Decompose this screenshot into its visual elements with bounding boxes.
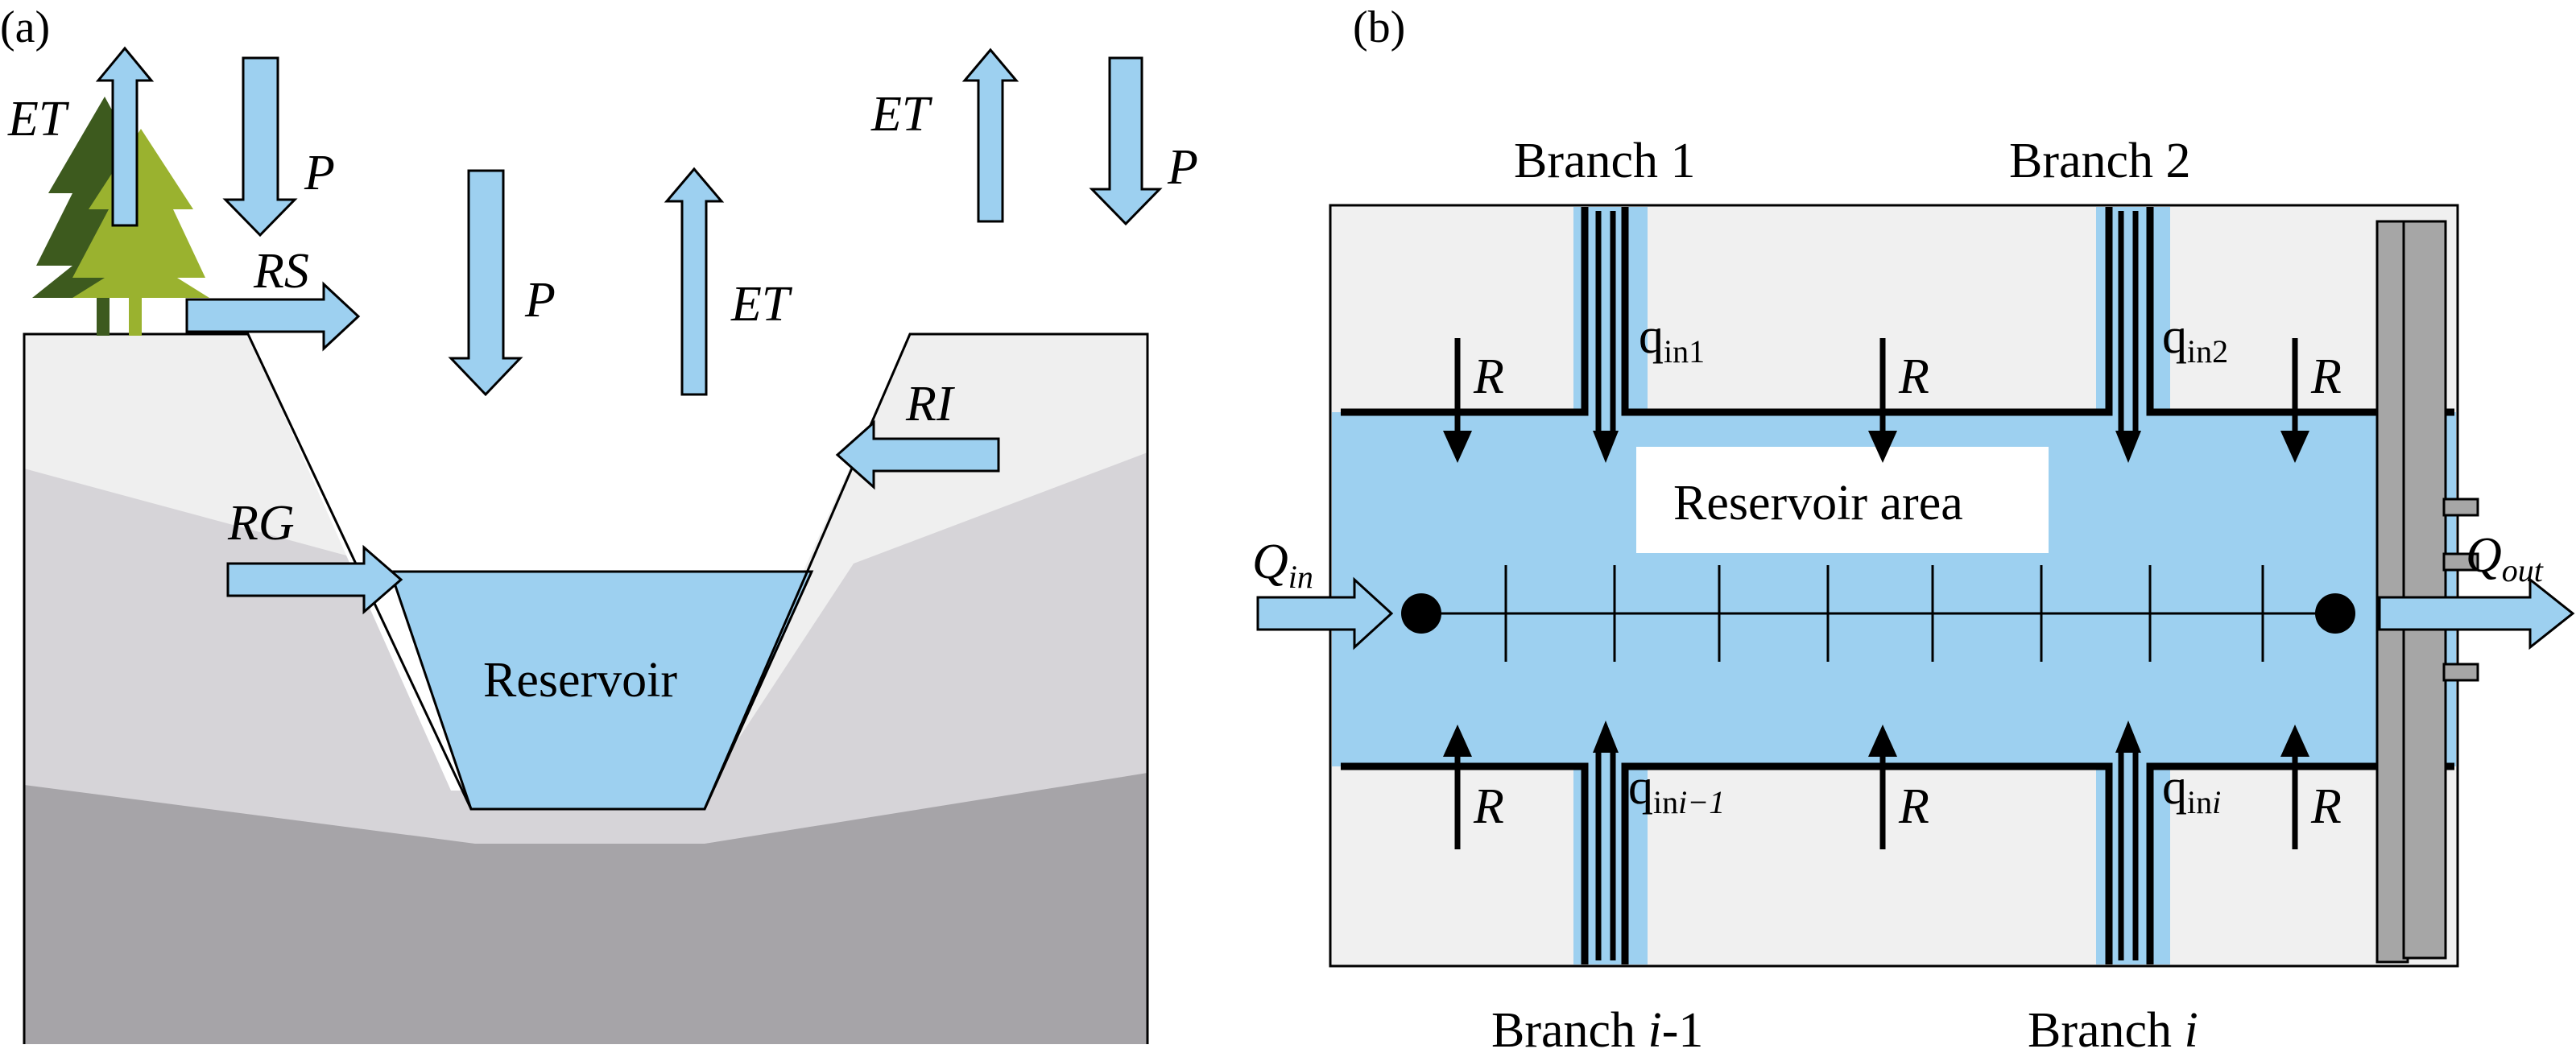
p-center-arrow-icon xyxy=(448,169,523,397)
r-label-top-3: R xyxy=(2310,349,2342,404)
et-left-label: ET xyxy=(7,92,70,147)
q-out-arrow-icon xyxy=(2378,576,2575,650)
q-in1-arrow-icon xyxy=(1593,211,1619,463)
r-arrow-top-3-icon xyxy=(2280,338,2309,463)
river-network-centerline xyxy=(1421,565,2335,662)
branch-2-label: Branch 2 xyxy=(2009,134,2191,188)
dam-structure xyxy=(2375,220,2479,964)
branch-1-label: Branch 1 xyxy=(1514,134,1696,188)
reservoir-label: Reservoir xyxy=(483,653,677,708)
p-left-label: P xyxy=(304,146,335,200)
p-right-arrow-icon xyxy=(1089,56,1163,226)
panel-b: (b) Reservoir area xyxy=(1252,2,2575,1053)
q-in-i-label: qini xyxy=(2162,760,2221,820)
p-center-label: P xyxy=(524,273,556,328)
r-arrow-top-1-icon xyxy=(1443,338,1472,463)
r-arrow-bottom-2-icon xyxy=(1868,725,1897,849)
r-arrow-bottom-1-icon xyxy=(1443,725,1472,849)
q-in-i1-arrow-icon xyxy=(1593,721,1619,960)
p-left-arrow-icon xyxy=(222,56,298,237)
branch-i-label: Branch i xyxy=(2028,1003,2198,1053)
q-in-i-arrow-icon xyxy=(2115,721,2141,960)
r-arrow-top-2-icon xyxy=(1868,338,1897,463)
rg-label: RG xyxy=(227,496,295,551)
q-in2-label: qin2 xyxy=(2162,309,2228,370)
q-out-label: Qout xyxy=(2466,528,2544,588)
et-center-label: ET xyxy=(730,277,793,332)
rs-label: RS xyxy=(253,244,309,299)
r-label-top-1: R xyxy=(1473,349,1504,404)
r-arrow-bottom-3-icon xyxy=(2280,725,2309,849)
panel-a-label: (a) xyxy=(0,2,50,52)
et-right-label: ET xyxy=(870,87,933,142)
branch-i1-label: Branch i-1 xyxy=(1491,1003,1703,1053)
r-label-bottom-3: R xyxy=(2310,779,2342,834)
terrain-outline xyxy=(23,332,1149,1044)
panel-a: (a) Reservoir xyxy=(0,2,1198,1044)
ground-dark-layer xyxy=(24,773,1147,1044)
reservoir-area-label: Reservoir area xyxy=(1673,476,1963,531)
q-in2-arrow-icon xyxy=(2115,211,2141,463)
r-label-top-2: R xyxy=(1898,349,1929,404)
q-in-label: Qin xyxy=(1252,535,1313,595)
ri-label: RI xyxy=(905,377,956,432)
banks xyxy=(1341,207,2454,964)
q-in-i1-label: qini−1 xyxy=(1628,760,1725,820)
panel-b-label: (b) xyxy=(1353,2,1405,52)
rg-arrow-icon xyxy=(226,544,403,615)
tree-icon xyxy=(32,97,209,336)
r-label-bottom-1: R xyxy=(1473,779,1504,834)
et-right-arrow-icon xyxy=(961,47,1019,223)
outflow-node xyxy=(2315,593,2355,634)
reservoir-area-box xyxy=(1636,447,2049,553)
q-in-arrow-icon xyxy=(1256,576,1394,650)
q-in1-label: qin1 xyxy=(1639,309,1705,370)
rs-arrow-icon xyxy=(185,281,361,352)
et-left-arrow-icon xyxy=(95,46,155,227)
p-right-label: P xyxy=(1167,140,1198,195)
ri-arrow-icon xyxy=(835,419,1000,490)
et-center-arrow-icon xyxy=(664,167,725,396)
inflow-node xyxy=(1401,593,1441,634)
r-label-bottom-2: R xyxy=(1898,779,1929,834)
